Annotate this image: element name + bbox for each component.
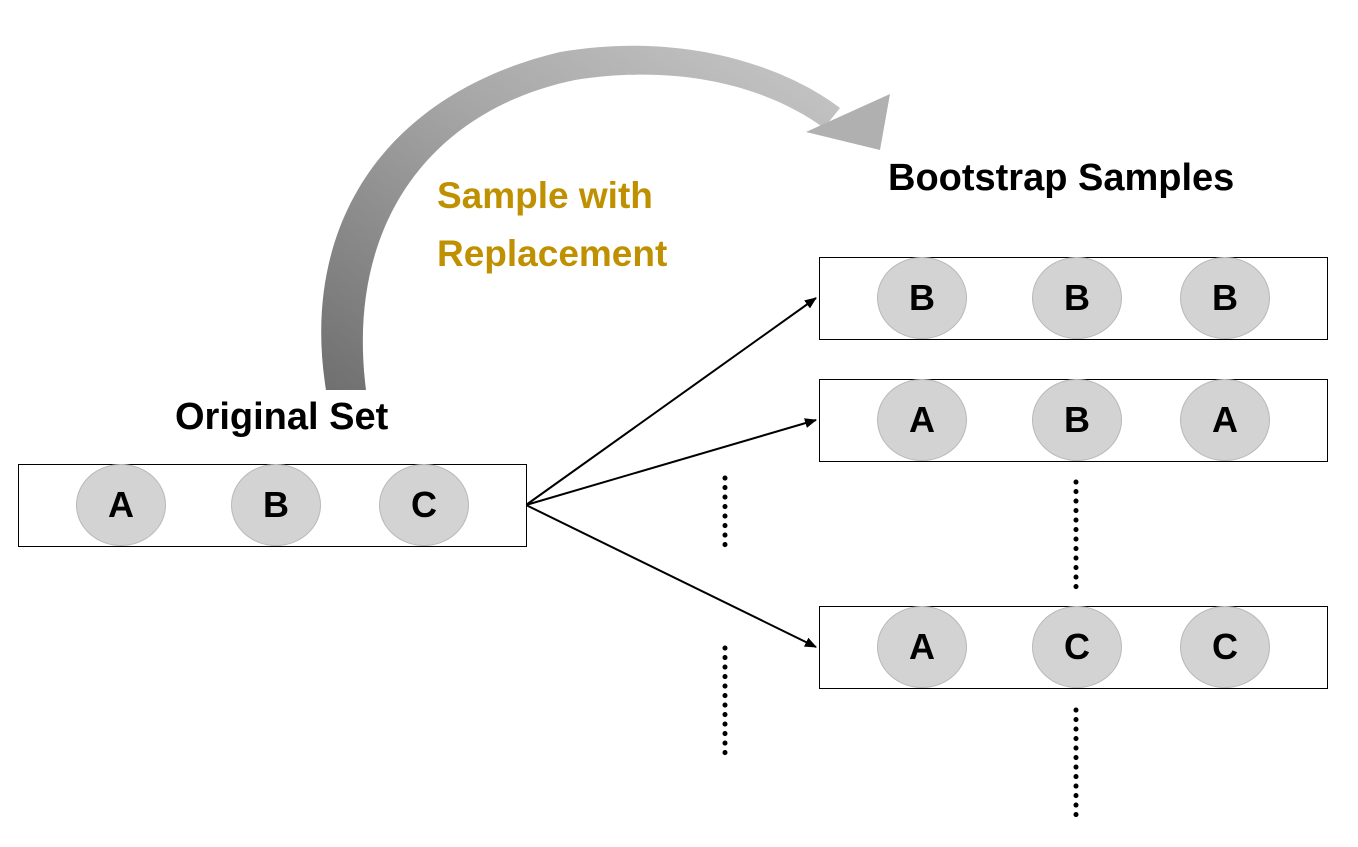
- sample-item: C: [1180, 606, 1270, 688]
- sample-item: A: [877, 379, 967, 461]
- fan-out-arrows: [525, 297, 817, 648]
- sample-item: B: [1180, 257, 1270, 339]
- sample-item: A: [1180, 379, 1270, 461]
- arrow-to-sample-2: [525, 418, 817, 506]
- sample-item: B: [1032, 257, 1122, 339]
- process-label-line-1: Sample with: [437, 175, 653, 216]
- ellipsis-dots: [722, 475, 1079, 823]
- curved-arrow-icon: [321, 45, 890, 391]
- original-set-box: A B C: [18, 464, 527, 547]
- arrow-to-sample-3: [525, 504, 817, 648]
- curved-arrow-head: [806, 94, 890, 150]
- sample-item: A: [877, 606, 967, 688]
- bootstrap-samples-title: Bootstrap Samples: [888, 157, 1235, 199]
- sample-with-replacement-label: Sample with Replacement: [437, 167, 737, 283]
- bootstrap-sample-box-1: B B B: [819, 257, 1328, 340]
- sample-item: C: [1032, 606, 1122, 688]
- bootstrap-sample-box-2: A B A: [819, 379, 1328, 462]
- original-set-title: Original Set: [175, 396, 389, 438]
- bootstrap-sample-box-3: A C C: [819, 606, 1328, 689]
- original-item: C: [379, 464, 469, 546]
- process-label-line-2: Replacement: [437, 233, 668, 274]
- curved-arrow-body: [321, 45, 841, 391]
- sample-item: B: [1032, 379, 1122, 461]
- original-item: A: [76, 464, 166, 546]
- arrow-to-sample-1: [525, 297, 817, 506]
- sample-item: B: [877, 257, 967, 339]
- original-item: B: [231, 464, 321, 546]
